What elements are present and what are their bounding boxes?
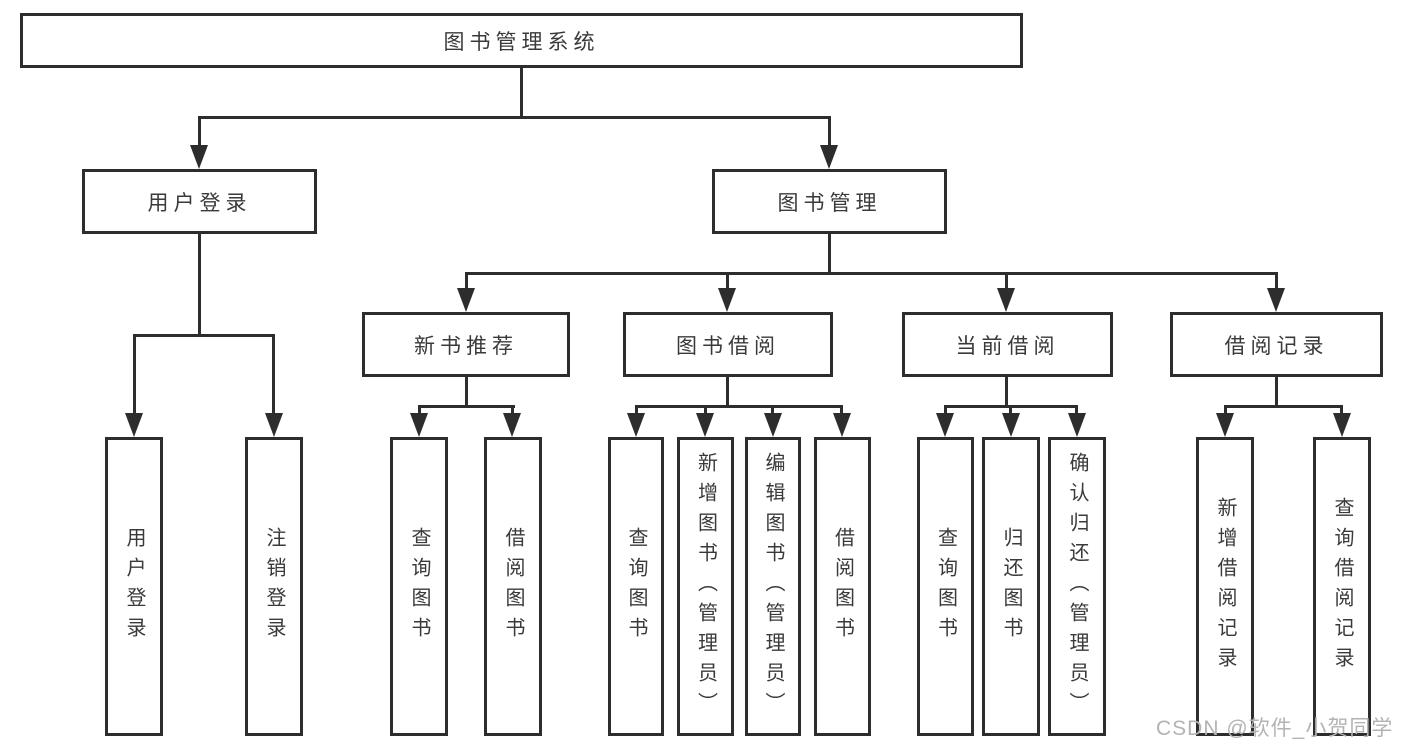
connector-line <box>198 116 831 119</box>
connector-line <box>418 405 421 417</box>
arrowhead-down-icon <box>997 288 1015 312</box>
arrowhead-down-icon <box>696 413 714 437</box>
node-leaf-confirm-return-admin: 确认归还（管理员） <box>1048 437 1106 736</box>
node-label: 查询图书 <box>934 526 957 647</box>
connector-line <box>1075 405 1078 417</box>
node-label: 用户登录 <box>147 191 252 215</box>
arrowhead-down-icon <box>1267 288 1285 312</box>
node-label: 编辑图书（管理员） <box>762 451 784 722</box>
connector-line <box>1275 272 1278 290</box>
node-current-borrow: 当前借阅 <box>902 312 1113 377</box>
arrowhead-down-icon <box>125 413 143 437</box>
arrowhead-down-icon <box>820 145 838 169</box>
node-leaf-borrow-books-1: 借阅图书 <box>484 437 542 736</box>
connector-line <box>944 405 947 417</box>
node-label: 新书推荐 <box>414 334 518 358</box>
connector-line <box>726 375 729 408</box>
connector-line <box>133 334 136 416</box>
node-label: 借阅记录 <box>1224 334 1329 358</box>
node-leaf-query-books-2: 查询图书 <box>608 437 664 736</box>
arrowhead-down-icon <box>833 413 851 437</box>
connector-line <box>1275 375 1278 408</box>
connector-line <box>198 233 201 337</box>
connector-line <box>520 68 523 119</box>
connector-line <box>465 375 468 408</box>
csdn-watermark: CSDN @软件_小贺同学 <box>1156 717 1394 740</box>
node-label: 图书管理系统 <box>443 30 600 54</box>
node-leaf-query-borrow-record: 查询借阅记录 <box>1313 437 1371 736</box>
node-label: 借阅图书 <box>502 526 524 647</box>
connector-line <box>704 405 707 417</box>
arrowhead-down-icon <box>1002 413 1020 437</box>
node-label: 用户登录 <box>123 526 145 647</box>
connector-line <box>418 405 515 408</box>
arrowhead-down-icon <box>265 413 283 437</box>
node-label: 借阅图书 <box>831 526 854 647</box>
arrowhead-down-icon <box>190 145 208 169</box>
connector-line <box>1340 405 1343 417</box>
connector-line <box>1224 405 1343 408</box>
arrowhead-down-icon <box>718 288 736 312</box>
node-label: 确认归还（管理员） <box>1066 451 1088 722</box>
connector-line <box>828 116 831 149</box>
node-leaf-add-borrow-record: 新增借阅记录 <box>1196 437 1254 736</box>
node-leaf-logout: 注销登录 <box>245 437 303 736</box>
connector-line <box>511 405 514 417</box>
node-label: 查询图书 <box>625 526 647 647</box>
node-label: 新增借阅记录 <box>1214 496 1236 677</box>
node-label: 当前借阅 <box>955 334 1060 358</box>
arrowhead-down-icon <box>627 413 645 437</box>
arrowhead-down-icon <box>503 413 521 437</box>
node-label: 图书借阅 <box>676 334 780 358</box>
connector-line <box>465 272 1278 275</box>
connector-line <box>198 116 201 149</box>
node-leaf-borrow-books-2: 借阅图书 <box>814 437 871 736</box>
node-label: 新增图书（管理员） <box>694 451 717 722</box>
node-user-login: 用户登录 <box>82 169 317 234</box>
arrowhead-down-icon <box>410 413 428 437</box>
connector-line <box>133 334 275 337</box>
node-new-book-recommend: 新书推荐 <box>362 312 570 377</box>
node-label: 归还图书 <box>1000 526 1022 647</box>
connector-line <box>771 405 774 417</box>
arrowhead-down-icon <box>764 413 782 437</box>
arrowhead-down-icon <box>1333 413 1351 437</box>
node-label: 注销登录 <box>263 526 285 647</box>
node-leaf-edit-books-admin: 编辑图书（管理员） <box>745 437 801 736</box>
connector-line <box>635 405 638 417</box>
connector-line <box>828 232 831 275</box>
node-system-root: 图书管理系统 <box>20 13 1023 68</box>
connector-line <box>635 405 843 408</box>
connector-line <box>1005 272 1008 290</box>
connector-line <box>726 272 729 290</box>
connector-line <box>840 405 843 417</box>
node-leaf-return-books: 归还图书 <box>982 437 1040 736</box>
connector-line <box>1224 405 1227 417</box>
connector-line <box>465 272 468 290</box>
arrowhead-down-icon <box>457 288 475 312</box>
connector-line <box>272 334 275 416</box>
node-label: 图书管理 <box>777 191 882 215</box>
node-borrow-records: 借阅记录 <box>1170 312 1383 377</box>
node-label: 查询借阅记录 <box>1331 496 1353 677</box>
node-leaf-add-books-admin: 新增图书（管理员） <box>677 437 734 736</box>
node-book-management: 图书管理 <box>712 169 947 234</box>
connector-line <box>1005 375 1008 408</box>
node-leaf-query-books-3: 查询图书 <box>917 437 974 736</box>
arrowhead-down-icon <box>1068 413 1086 437</box>
node-label: 查询图书 <box>408 526 430 647</box>
node-leaf-user-login: 用户登录 <box>105 437 163 736</box>
node-book-borrow: 图书借阅 <box>623 312 833 377</box>
arrowhead-down-icon <box>936 413 954 437</box>
connector-line <box>1009 405 1012 417</box>
arrowhead-down-icon <box>1216 413 1234 437</box>
node-leaf-query-books-1: 查询图书 <box>390 437 448 736</box>
